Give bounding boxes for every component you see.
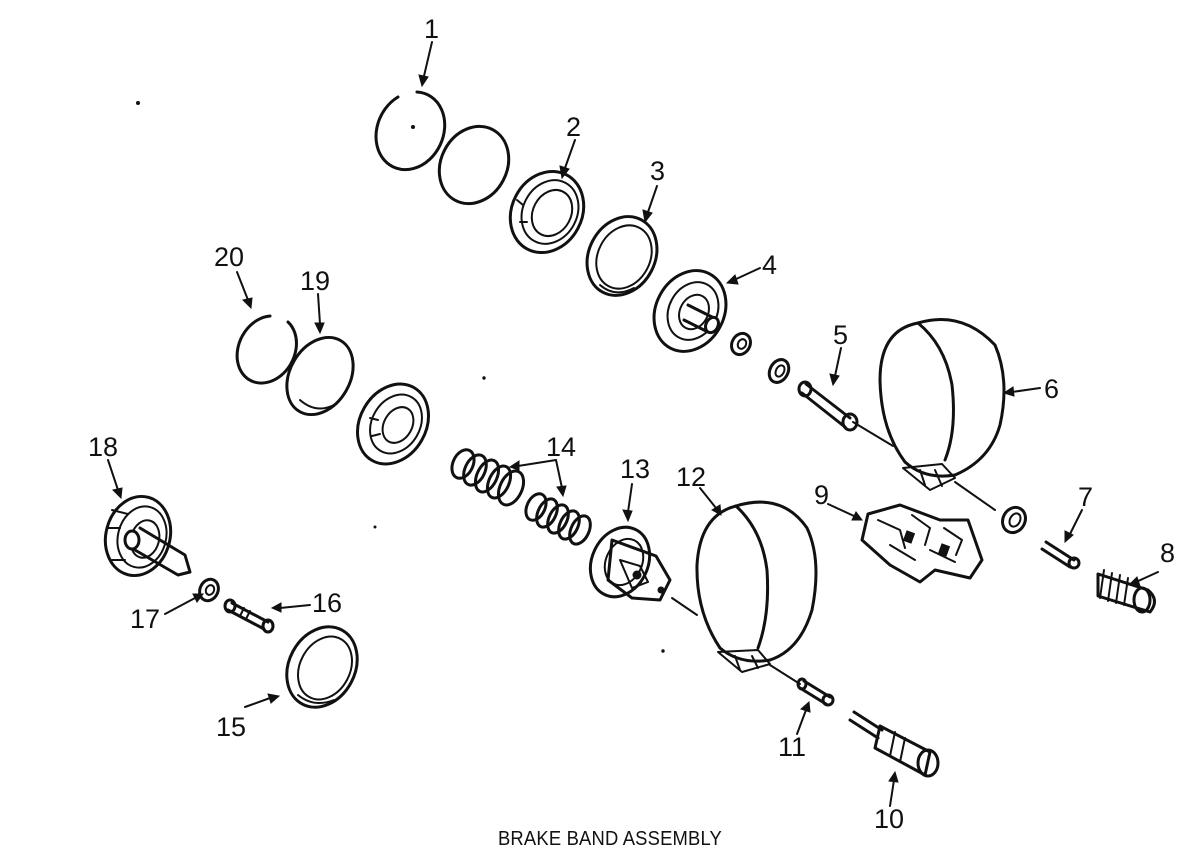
callout-20: 20 xyxy=(214,242,244,272)
seal-ring-upper xyxy=(437,124,511,206)
part-9-anchor-bracket xyxy=(860,503,984,584)
part-13-servo-piston xyxy=(588,525,672,602)
washer-small xyxy=(730,331,752,357)
part-5-bolt xyxy=(797,380,859,432)
callout-2: 2 xyxy=(566,112,581,142)
part-1-snap-ring xyxy=(374,90,447,172)
part-6-brake-band xyxy=(852,318,1006,511)
part-3-seal xyxy=(585,215,659,297)
scan-specks xyxy=(136,101,665,653)
part-18-cover-shaft xyxy=(103,494,192,578)
callout-11: 11 xyxy=(778,732,806,762)
callout-1: 1 xyxy=(424,14,439,44)
part-20-snap-ring xyxy=(235,314,298,385)
part-8-adjusting-screw xyxy=(1096,569,1156,614)
callout-4: 4 xyxy=(762,250,777,280)
callout-9: 9 xyxy=(814,480,829,510)
part-14-spring-large xyxy=(450,448,526,507)
part-11-pin xyxy=(796,677,835,707)
diagram-caption: BRAKE BAND ASSEMBLY xyxy=(497,828,723,850)
part-15-seal xyxy=(285,625,359,709)
part-7-pin xyxy=(1040,540,1081,570)
piston-middle xyxy=(356,382,430,466)
callout-17: 17 xyxy=(130,604,160,634)
callout-10: 10 xyxy=(874,804,904,834)
callout-14: 14 xyxy=(546,432,576,462)
callout-18: 18 xyxy=(88,432,118,462)
callout-19: 19 xyxy=(300,266,330,296)
clip-small xyxy=(767,358,791,384)
part-19-seal-ring xyxy=(285,335,355,417)
callout-13: 13 xyxy=(620,454,650,484)
adjuster-nut xyxy=(1001,505,1027,535)
callout-6: 6 xyxy=(1044,374,1059,404)
part-2-piston xyxy=(508,169,586,255)
callout-3: 3 xyxy=(650,156,665,186)
callout-15: 15 xyxy=(216,712,246,742)
part-16-pin xyxy=(223,598,275,634)
callout-7: 7 xyxy=(1078,482,1093,512)
part-14-spring-small xyxy=(524,492,592,546)
part-12-brake-band xyxy=(671,500,818,685)
part-10-servo-rod xyxy=(848,710,940,778)
callout-16: 16 xyxy=(312,588,342,618)
part-17-o-ring xyxy=(198,577,220,603)
callout-5: 5 xyxy=(833,320,848,350)
part-4-piston-rod xyxy=(652,269,728,353)
leader-arrows xyxy=(107,41,1159,807)
callout-8: 8 xyxy=(1160,538,1175,568)
callout-12: 12 xyxy=(676,462,706,492)
